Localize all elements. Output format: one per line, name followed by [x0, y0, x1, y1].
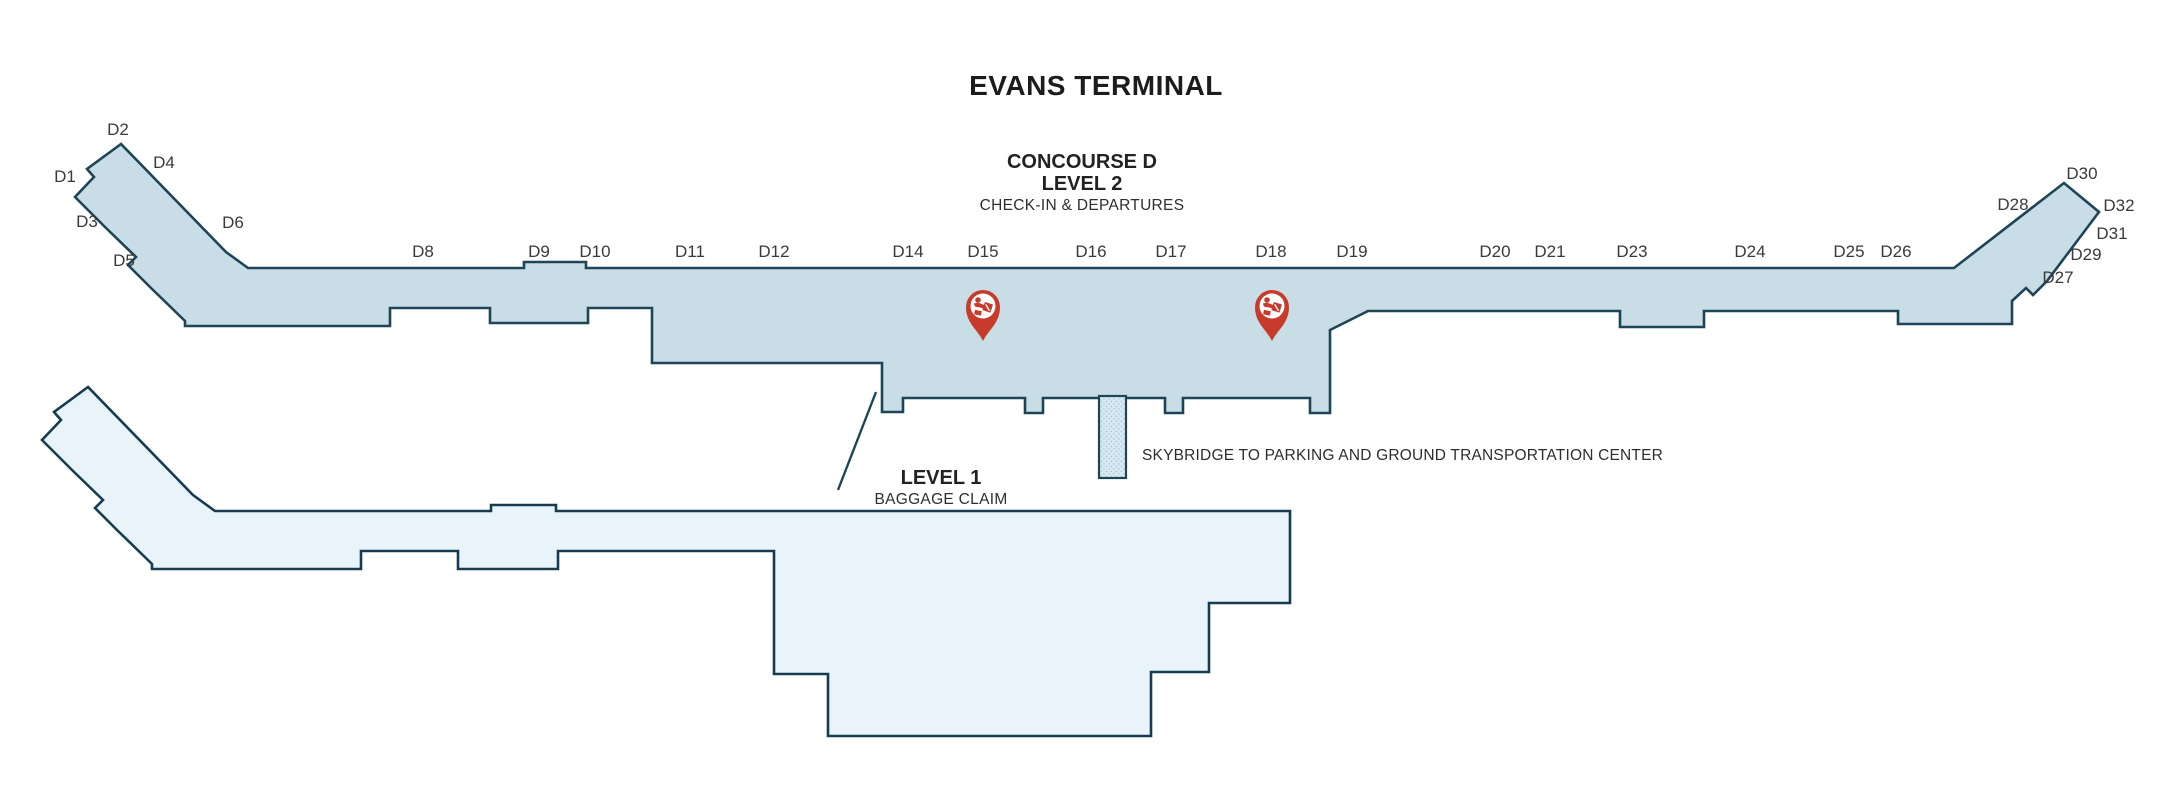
gate-label-d11: D11 — [675, 242, 705, 261]
gate-label-d29: D29 — [2070, 245, 2101, 264]
gate-label-d27: D27 — [2042, 268, 2073, 287]
gate-label-d24: D24 — [1734, 242, 1765, 261]
skybridge-label: SKYBRIDGE TO PARKING AND GROUND TRANSPOR… — [1142, 447, 1663, 464]
concourse-level: LEVEL 2 — [1042, 173, 1123, 195]
gate-label-d19: D19 — [1336, 242, 1367, 261]
gate-label-d14: D14 — [892, 242, 923, 261]
gate-label-d21: D21 — [1534, 242, 1565, 261]
level1-name: LEVEL 1 — [901, 467, 982, 489]
gate-label-d30: D30 — [2066, 164, 2097, 183]
level1-subtitle: BAGGAGE CLAIM — [874, 491, 1007, 508]
gate-label-d25: D25 — [1833, 242, 1864, 261]
gate-label-d32: D32 — [2103, 196, 2134, 215]
gate-label-d6: D6 — [222, 213, 244, 232]
gate-label-d12: D12 — [758, 242, 789, 261]
gate-label-d2: D2 — [107, 120, 129, 139]
gate-label-d5: D5 — [113, 251, 135, 270]
gate-label-d3: D3 — [76, 212, 98, 231]
gate-label-d28: D28 — [1997, 195, 2028, 214]
level1-shape — [40, 385, 1292, 738]
skybridge-shape — [1097, 394, 1128, 480]
concourse-name: CONCOURSE D — [1007, 151, 1157, 173]
gate-label-d9: D9 — [528, 242, 550, 261]
gate-label-d4: D4 — [153, 153, 175, 172]
gate-label-d1: D1 — [54, 167, 76, 186]
gate-label-d16: D16 — [1075, 242, 1106, 261]
gate-label-d18: D18 — [1255, 242, 1286, 261]
gate-label-d31: D31 — [2096, 224, 2127, 243]
gate-label-d8: D8 — [412, 242, 434, 261]
gate-label-d10: D10 — [579, 242, 610, 261]
gate-label-d23: D23 — [1616, 242, 1647, 261]
level2-concourse-shape — [73, 142, 2101, 415]
concourse-subtitle: CHECK-IN & DEPARTURES — [980, 197, 1185, 214]
gate-label-d15: D15 — [967, 242, 998, 261]
gate-label-d26: D26 — [1880, 242, 1911, 261]
gate-label-d20: D20 — [1479, 242, 1510, 261]
gate-label-d17: D17 — [1155, 242, 1186, 261]
callout-line — [836, 391, 878, 491]
page-title: EVANS TERMINAL — [969, 70, 1223, 101]
